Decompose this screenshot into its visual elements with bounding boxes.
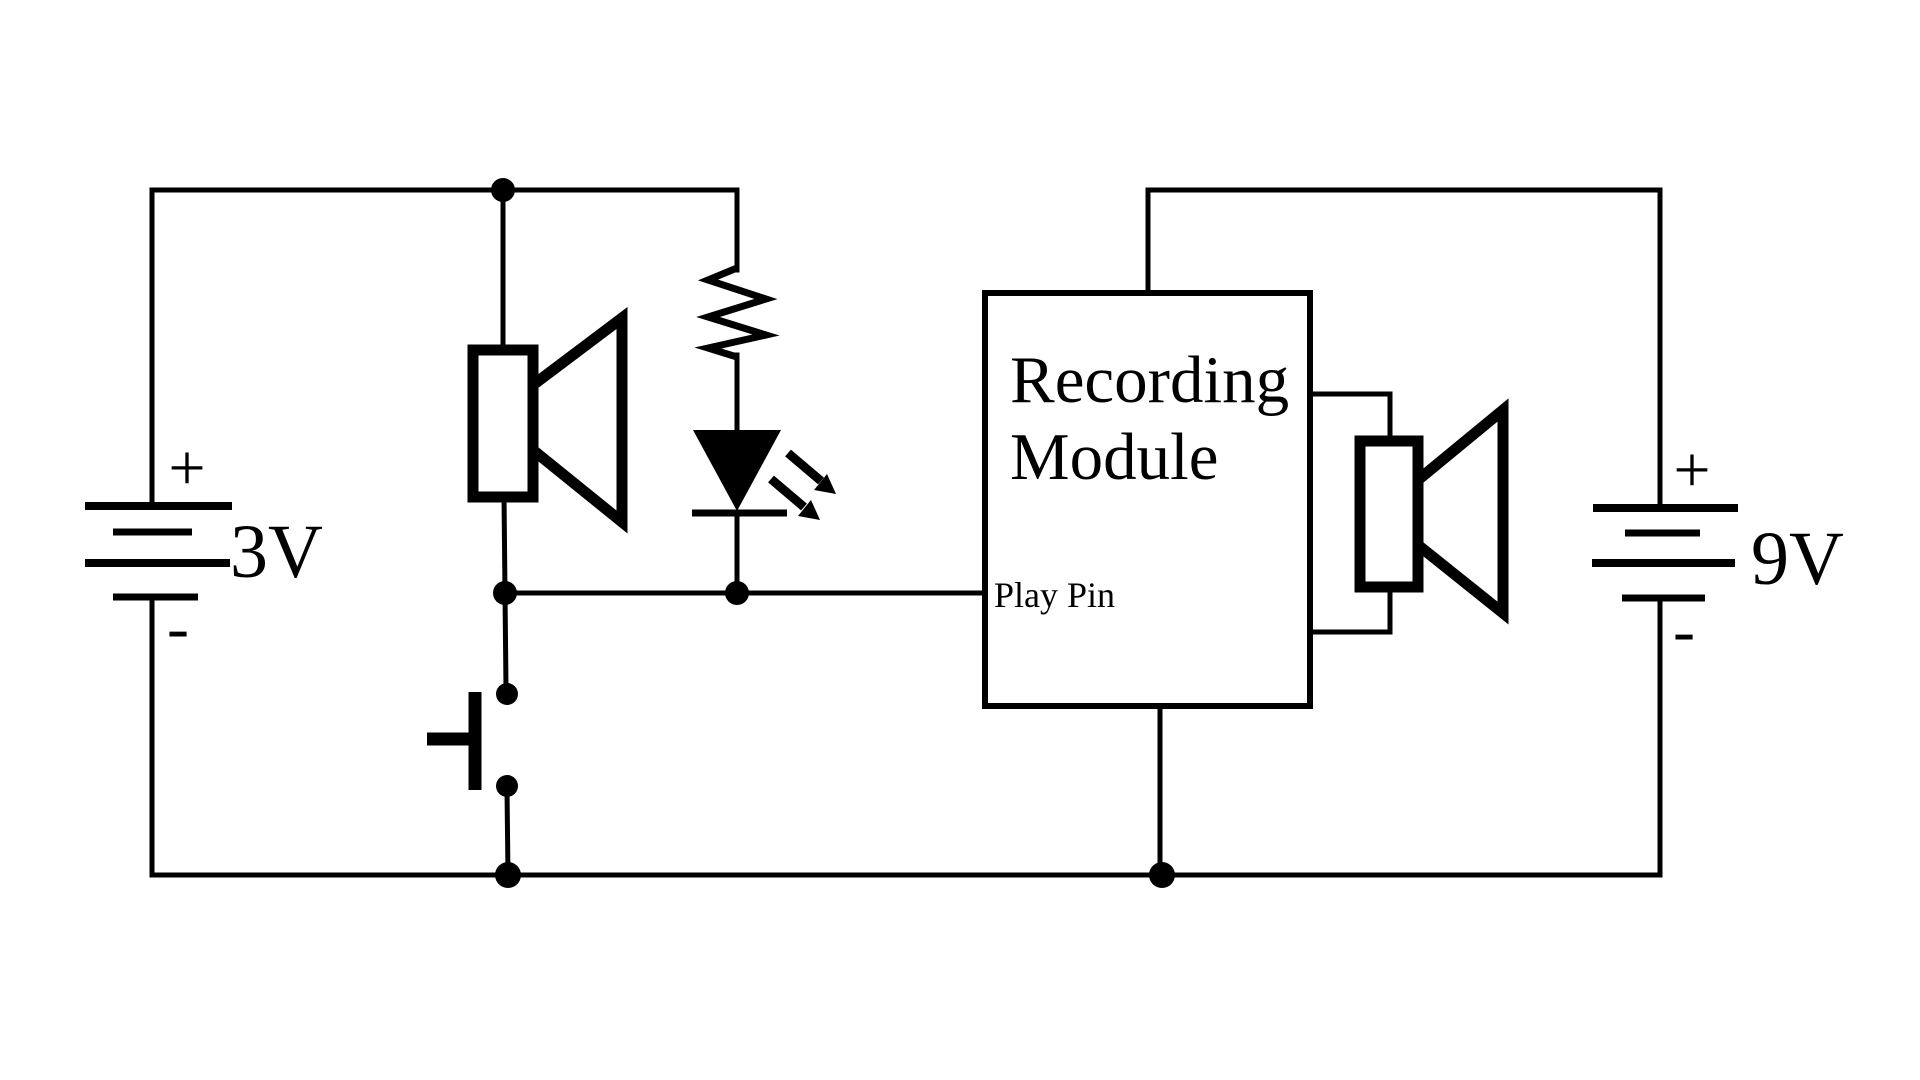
speaker-cone	[527, 306, 628, 534]
led-light-arrow	[785, 449, 836, 494]
recording-module: Recording Module Play Pin	[982, 290, 1313, 709]
resistor-zigzag	[694, 264, 780, 361]
recording-module-title-line1: Recording	[1010, 343, 1289, 417]
battery-9v-label: 9V	[1751, 517, 1844, 601]
play-pin-label: Play Pin	[994, 575, 1115, 615]
battery-9v-minus-sign: -	[1673, 595, 1695, 668]
battery-3v-minus-sign: -	[167, 592, 189, 665]
recording-module-title-line2: Module	[1010, 420, 1218, 494]
right-circuit-wires	[1145, 187, 1663, 878]
switch-top-wire	[502, 590, 509, 691]
led-icon	[692, 430, 836, 520]
left-circuit-wires	[149, 187, 1663, 878]
speaker-right-icon	[1354, 398, 1509, 625]
junction-dot	[1149, 862, 1175, 888]
battery-3v-plus-sign: +	[168, 432, 205, 505]
battery-9v-plus-sign: +	[1673, 434, 1710, 507]
recording-module-box	[982, 290, 1313, 709]
battery-9v: + - 9V	[1592, 434, 1844, 668]
speaker-right-bottom-wire	[1307, 584, 1393, 635]
switch-bottom-wire	[504, 787, 511, 878]
battery-3v: + - 3V	[85, 432, 323, 665]
led-triangle	[693, 430, 781, 511]
resistor-icon	[694, 264, 780, 361]
led-light-arrow	[768, 475, 820, 520]
push-button-switch-icon	[427, 683, 518, 797]
junction-dot	[493, 581, 517, 605]
junction-dot	[725, 581, 749, 605]
speaker-left-bottom-wire	[501, 492, 508, 596]
speaker-cone	[1412, 398, 1509, 625]
switch-contact-dot	[496, 775, 518, 797]
switch-contact-dot	[496, 683, 518, 705]
battery-3v-label: 3V	[230, 510, 323, 594]
junction-dots	[491, 178, 1175, 888]
speaker-left-icon	[467, 306, 628, 534]
junction-dot	[491, 178, 515, 202]
speaker-right-top-wire	[1307, 391, 1393, 444]
junction-dot	[495, 862, 521, 888]
